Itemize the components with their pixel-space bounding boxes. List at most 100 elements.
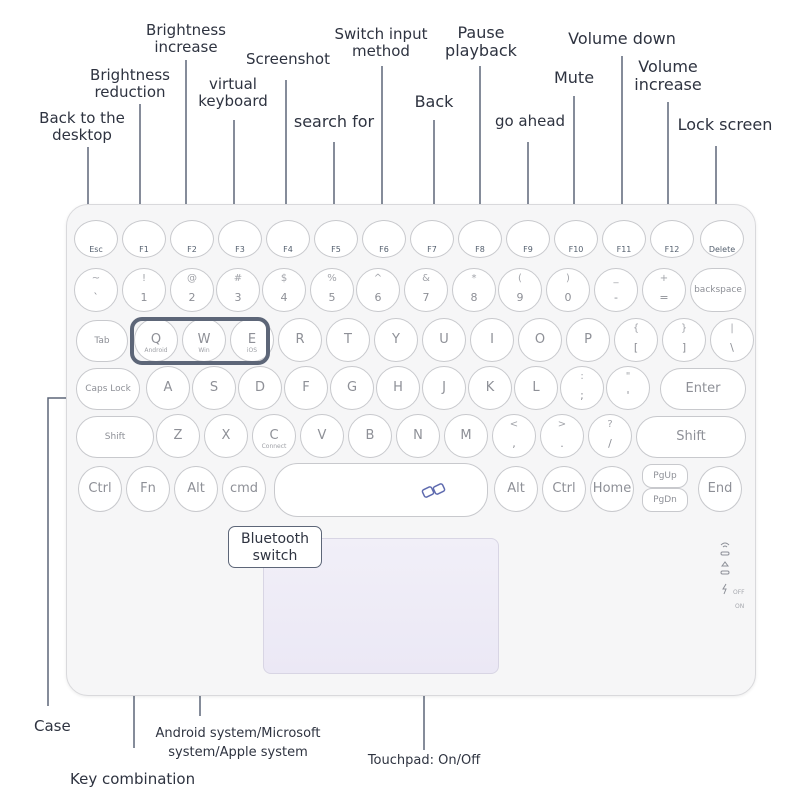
key-g[interactable]: G [330,366,374,410]
key-7[interactable]: &7 [404,268,448,312]
key-minus[interactable]: }] [662,318,706,362]
key-legend: Caps Lock [85,384,131,394]
key-legend: PgUp [653,471,677,481]
key-shift[interactable]: Shift [636,416,746,458]
key-minus[interactable]: += [642,268,686,312]
key-minus[interactable]: ?/ [588,414,632,458]
key-secondary-legend: Connect [261,443,287,450]
key-o[interactable]: O [518,318,562,362]
key-shift-legend: ( [518,273,522,284]
key-alt[interactable]: Alt [174,466,218,512]
key-4[interactable]: $4 [262,268,306,312]
key-9[interactable]: (9 [498,268,542,312]
key-n[interactable]: N [396,414,440,458]
key-f11[interactable]: F11 [602,220,646,258]
key-legend: V [317,428,327,443]
key-shift-legend: | [730,323,734,334]
key-5[interactable]: %5 [310,268,354,312]
key-minus[interactable]: :; [560,366,604,410]
key-pgup[interactable]: PgUp [642,464,688,488]
key-f7[interactable]: F7 [410,220,454,258]
key-legend: L [532,380,540,395]
key-r[interactable]: R [278,318,322,362]
key-shift-legend: + [659,273,669,284]
key-legend: 3 [234,291,242,304]
key-minus[interactable]: {[ [614,318,658,362]
key-home[interactable]: Home [590,466,634,512]
key-caps-lock[interactable]: Caps Lock [76,368,140,410]
key-0[interactable]: )0 [546,268,590,312]
key-f12[interactable]: F12 [650,220,694,258]
key-legend: 2 [188,291,196,304]
key-f[interactable]: F [284,366,328,410]
key-minus[interactable]: _- [594,268,638,312]
key-shift-legend: < [509,419,519,430]
key-legend: 5 [328,291,336,304]
key-cmd[interactable]: cmd [222,466,266,512]
key-f3[interactable]: F3 [218,220,262,258]
key-a[interactable]: A [146,366,190,410]
key-pgdn[interactable]: PgDn [642,488,688,512]
key-8[interactable]: *8 [452,268,496,312]
key-f1[interactable]: F1 [122,220,166,258]
key-delete[interactable]: Delete [700,220,744,258]
key-shift[interactable]: Shift [76,416,154,458]
key-f10[interactable]: F10 [554,220,598,258]
key-l[interactable]: L [514,366,558,410]
key-minus[interactable]: ~` [74,268,118,312]
key-minus[interactable]: <, [492,414,536,458]
key-minus[interactable]: >. [540,414,584,458]
key-z[interactable]: Z [156,414,200,458]
key-minus[interactable]: |\ [710,318,754,362]
key-b[interactable]: B [348,414,392,458]
key-legend: F7 [427,245,437,254]
key-t[interactable]: T [326,318,370,362]
key-s[interactable]: S [192,366,236,410]
key-u[interactable]: U [422,318,466,362]
key-end[interactable]: End [698,466,742,512]
key-x[interactable]: X [204,414,248,458]
key-legend: Fn [140,481,156,496]
key-minus[interactable]: "' [606,366,650,410]
key-f4[interactable]: F4 [266,220,310,258]
key-esc[interactable]: Esc [74,220,118,258]
key-i[interactable]: I [470,318,514,362]
key-legend: / [608,437,612,450]
key-h[interactable]: H [376,366,420,410]
key-v[interactable]: V [300,414,344,458]
key-ctrl[interactable]: Ctrl [78,466,122,512]
key-legend: M [460,428,472,443]
spacebar-touchpad-toggle[interactable] [274,463,488,517]
key-d[interactable]: D [238,366,282,410]
key-legend: K [485,380,495,395]
key-tab[interactable]: Tab [76,320,128,362]
key-k[interactable]: K [468,366,512,410]
key-f5[interactable]: F5 [314,220,358,258]
key-legend: PgDn [653,495,677,505]
key-shift-legend: & [422,273,430,284]
key-backspace[interactable]: backspace [690,268,746,312]
key-1[interactable]: !1 [122,268,166,312]
key-p[interactable]: P [566,318,610,362]
key-f2[interactable]: F2 [170,220,214,258]
key-3[interactable]: #3 [216,268,260,312]
key-2[interactable]: @2 [170,268,214,312]
key-y[interactable]: Y [374,318,418,362]
key-legend: cmd [229,481,259,496]
label-lock-screen: Lock screen [677,115,773,134]
key-legend: Esc [89,245,103,254]
key-f6[interactable]: F6 [362,220,406,258]
key-shift-legend: } [680,323,688,334]
key-shift-legend: ^ [373,273,383,284]
key-fn[interactable]: Fn [126,466,170,512]
key-alt[interactable]: Alt [494,466,538,512]
key-j[interactable]: J [422,366,466,410]
key-6[interactable]: ^6 [356,268,400,312]
key-ctrl[interactable]: Ctrl [542,466,586,512]
key-legend: End [707,481,733,496]
key-m[interactable]: M [444,414,488,458]
key-enter[interactable]: Enter [660,368,746,410]
key-f8[interactable]: F8 [458,220,502,258]
key-f9[interactable]: F9 [506,220,550,258]
